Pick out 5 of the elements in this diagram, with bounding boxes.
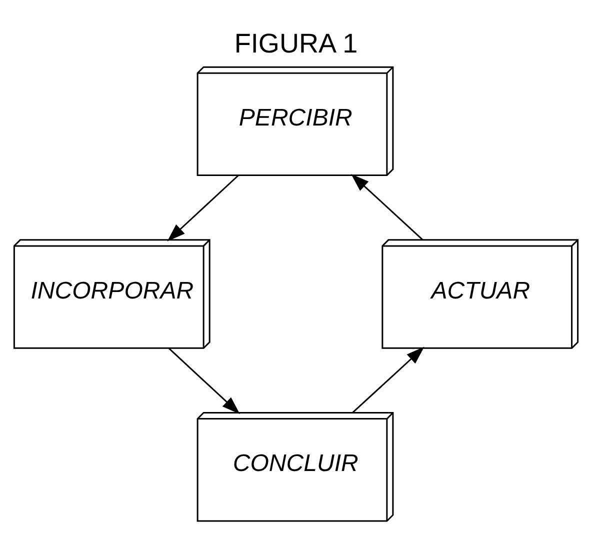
diagram-title: FIGURA 1	[234, 28, 358, 59]
arrow	[167, 174, 239, 242]
arrow	[352, 346, 424, 414]
arrow	[351, 174, 424, 240]
arrow	[168, 348, 240, 414]
